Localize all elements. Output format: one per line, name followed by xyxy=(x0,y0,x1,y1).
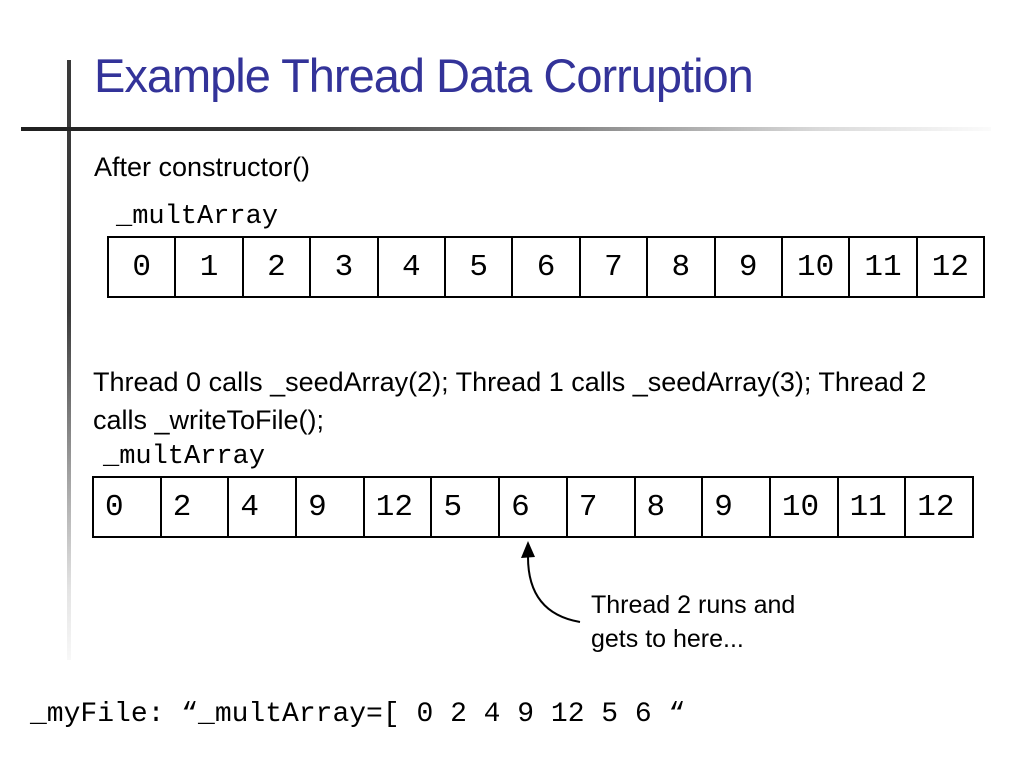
corrupted-array-cell: 9 xyxy=(297,478,365,536)
thread-calls-text: Thread 0 calls _seedArray(2); Thread 1 c… xyxy=(93,363,926,439)
corrupted-array-cell: 7 xyxy=(568,478,636,536)
after-constructor-text: After constructor() xyxy=(94,152,311,182)
initial-array-cell: 10 xyxy=(783,238,851,296)
initial-array-cell: 1 xyxy=(176,238,244,296)
initial-array-cell: 6 xyxy=(513,238,581,296)
initial-array-cell: 7 xyxy=(581,238,649,296)
curved-arrow-icon xyxy=(521,541,581,623)
corrupted-array-cell: 8 xyxy=(636,478,704,536)
corrupted-array-cell: 12 xyxy=(365,478,433,536)
myfile-output-text: _myFile: “_multArray=[ 0 2 4 9 12 5 6 “ xyxy=(30,699,686,730)
corrupted-array-cell: 0 xyxy=(94,478,162,536)
corrupted-array-cell: 4 xyxy=(229,478,298,536)
thread2-annotation-line-1: Thread 2 runs and xyxy=(591,591,796,619)
corrupted-array-cell: 5 xyxy=(432,478,501,536)
thread2-annotation: Thread 2 runs and gets to here... xyxy=(591,588,795,656)
slide-title: Example Thread Data Corruption xyxy=(94,49,754,102)
multarray-label-corrupted: _multArray xyxy=(103,442,266,472)
initial-array-cell: 2 xyxy=(244,238,312,296)
accent-horizontal-line xyxy=(21,127,991,131)
thread-calls-line-2: calls _writeToFile(); xyxy=(93,405,325,435)
corrupted-array-cell: 6 xyxy=(500,478,568,536)
initial-array-cell: 11 xyxy=(850,238,918,296)
corrupted-array-cell: 2 xyxy=(162,478,230,536)
initial-array-cell: 3 xyxy=(311,238,379,296)
corrupted-array-cell: 12 xyxy=(917,489,955,525)
corrupted-array-cell: 10 xyxy=(771,478,839,536)
corrupted-array-cell: 9 xyxy=(703,478,771,536)
initial-array-cell: 12 xyxy=(931,249,969,285)
initial-array-cell: 8 xyxy=(648,238,716,296)
initial-array-cell: 0 xyxy=(109,238,177,296)
initial-array-cell: 4 xyxy=(379,238,446,296)
thread2-annotation-line-2: gets to here... xyxy=(591,625,744,653)
initial-array-cell: 9 xyxy=(716,238,783,296)
thread-calls-line-1: Thread 0 calls _seedArray(2); Thread 1 c… xyxy=(93,367,927,397)
initial-array-cell: 5 xyxy=(446,238,514,296)
multarray-label-initial: _multArray xyxy=(116,202,279,232)
corrupted-array-cell: 11 xyxy=(839,478,907,536)
accent-vertical-line xyxy=(67,60,71,660)
